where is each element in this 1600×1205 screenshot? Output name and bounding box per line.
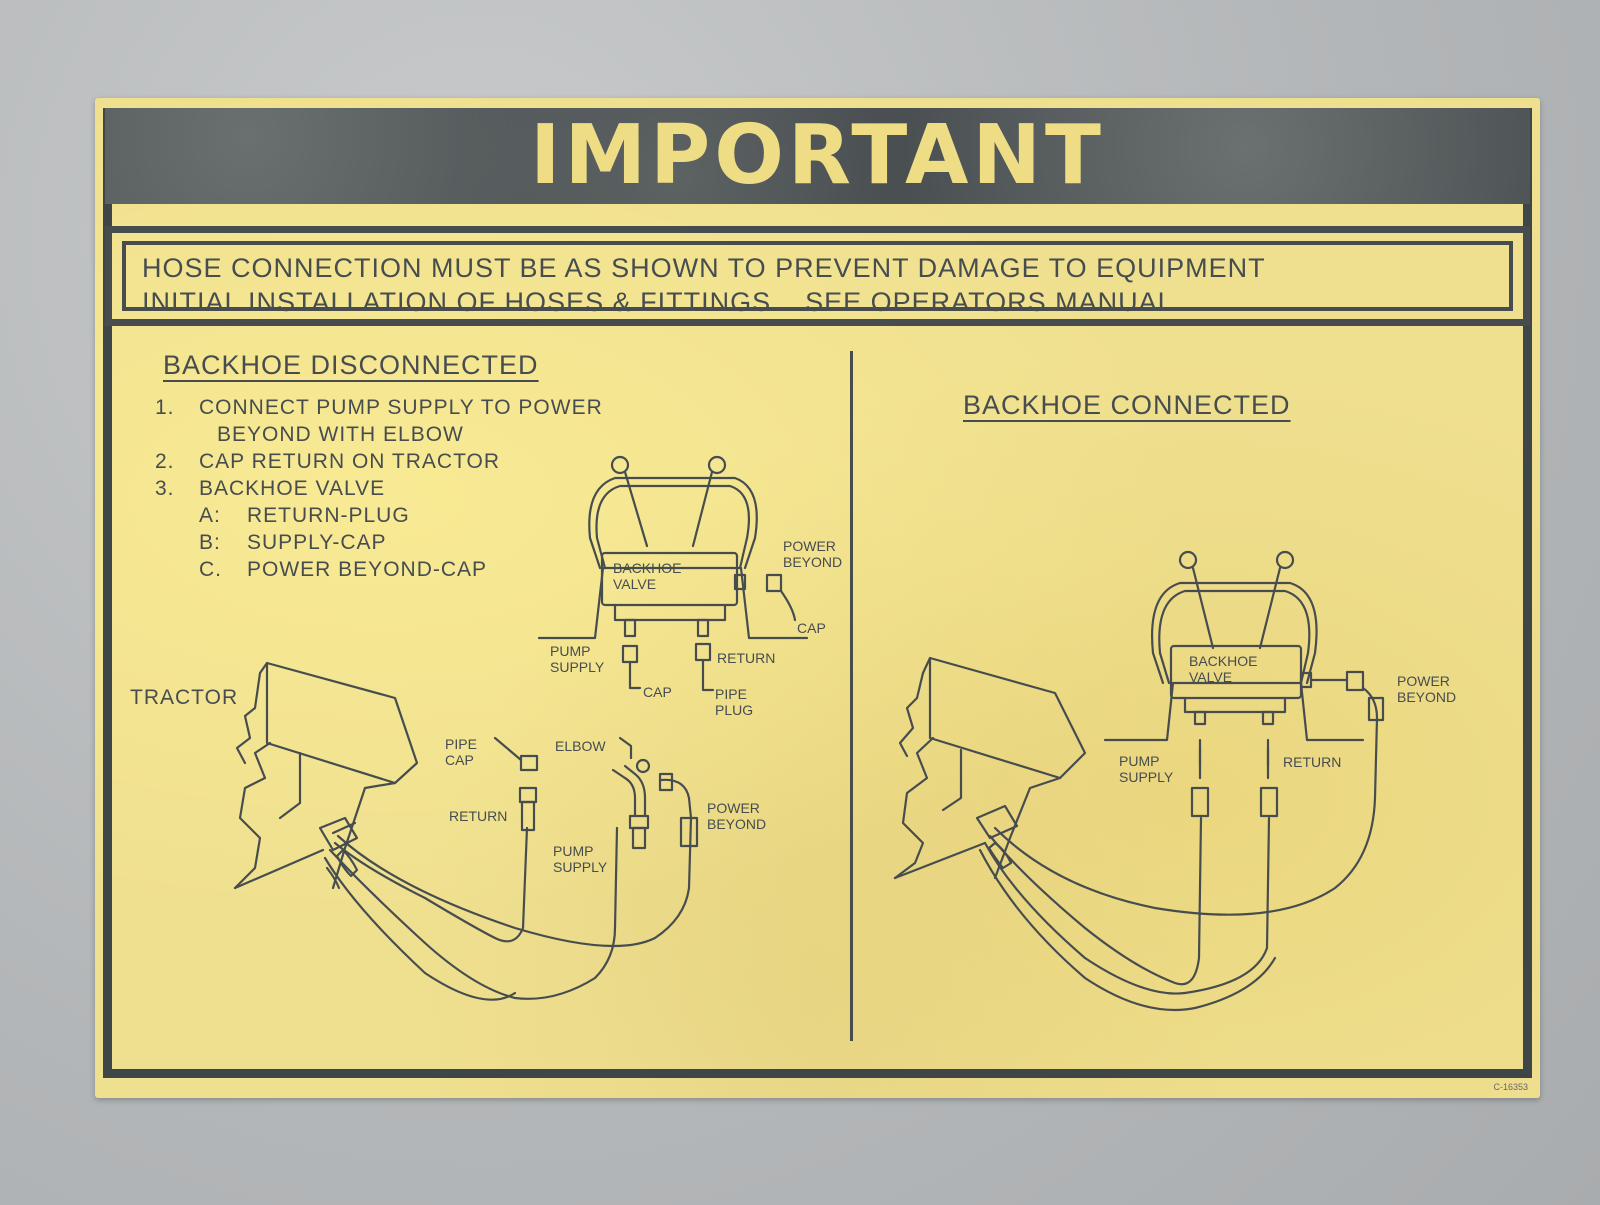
- notice-line-2: INITIAL INSTALLATION OF HOSES & FITTINGS…: [142, 287, 1174, 317]
- pipe-plug-label: PIPE PLUG: [715, 686, 754, 718]
- tractor-couplers-left: [318, 816, 359, 890]
- notice-text-box: HOSE CONNECTION MUST BE AS SHOWN TO PREV…: [122, 241, 1513, 317]
- step-1-continued: BEYOND WITH ELBOW: [217, 423, 464, 446]
- title-text: IMPORTANT: [530, 108, 1105, 203]
- disconnected-diagram: [233, 455, 809, 1001]
- pump-supply-label-top: PUMP SUPPLY: [550, 643, 605, 675]
- return-label-top: RETURN: [717, 650, 776, 666]
- step-2: 2.CAP RETURN ON TRACTOR: [155, 450, 501, 473]
- valve-label-left: BACKHOE VALVE: [613, 560, 682, 592]
- power-beyond-hose-left: [658, 772, 699, 848]
- backhoe-frame-right: [1103, 550, 1365, 742]
- substep-b: B:SUPPLY-CAP: [199, 531, 387, 554]
- cap-label-bottom: CAP: [643, 684, 672, 700]
- hose-fittings-right: [1190, 696, 1385, 818]
- backhoe-valve-body-left: [600, 551, 797, 692]
- connected-diagram: [893, 550, 1385, 1012]
- elbow-label: ELBOW: [555, 738, 606, 754]
- substep-a: A:RETURN-PLUG: [199, 504, 410, 527]
- power-beyond-label-low: POWER BEYOND: [707, 800, 767, 832]
- tractor-body-left: [233, 661, 419, 890]
- pump-supply-label-low: PUMP SUPPLY: [553, 843, 608, 875]
- substep-c: C.POWER BEYOND-CAP: [199, 558, 488, 581]
- hose-lines-right: [978, 686, 1379, 1012]
- step-3: 3.BACKHOE VALVE: [155, 477, 386, 500]
- return-label-low: RETURN: [449, 808, 508, 824]
- hydraulic-decal: IMPORTANT HOSE CONNECTION MUST BE AS SHO…: [95, 98, 1540, 1098]
- section-divider: [850, 351, 853, 1041]
- part-code: C-16353: [1493, 1082, 1528, 1092]
- tractor-label: TRACTOR: [130, 686, 239, 709]
- connected-heading: BACKHOE CONNECTED: [963, 390, 1291, 420]
- title-banner: IMPORTANT: [105, 108, 1530, 204]
- tractor-body-right: [893, 656, 1087, 880]
- valve-label-right: BACKHOE VALVE: [1189, 653, 1258, 685]
- return-fitting-left: [493, 736, 539, 832]
- power-beyond-label-right: POWER BEYOND: [1397, 673, 1457, 705]
- power-beyond-label-top: POWER BEYOND: [783, 538, 843, 570]
- disconnected-heading: BACKHOE DISCONNECTED: [163, 350, 539, 380]
- notice-box: HOSE CONNECTION MUST BE AS SHOWN TO PREV…: [105, 226, 1530, 326]
- instructions-list: 1.CONNECT PUMP SUPPLY TO POWER BEYOND WI…: [155, 394, 603, 583]
- notice-line-1: HOSE CONNECTION MUST BE AS SHOWN TO PREV…: [142, 253, 1266, 283]
- cap-label-right: CAP: [797, 620, 826, 636]
- backhoe-frame-left: [537, 455, 809, 640]
- pump-supply-label-right: PUMP SUPPLY: [1119, 753, 1174, 785]
- elbow-fitting-left: [611, 736, 651, 850]
- step-1: 1.CONNECT PUMP SUPPLY TO POWER: [155, 396, 603, 419]
- hose-lines-left: [323, 816, 693, 1001]
- pipe-cap-label: PIPE CAP: [445, 736, 477, 768]
- return-label-right: RETURN: [1283, 754, 1342, 770]
